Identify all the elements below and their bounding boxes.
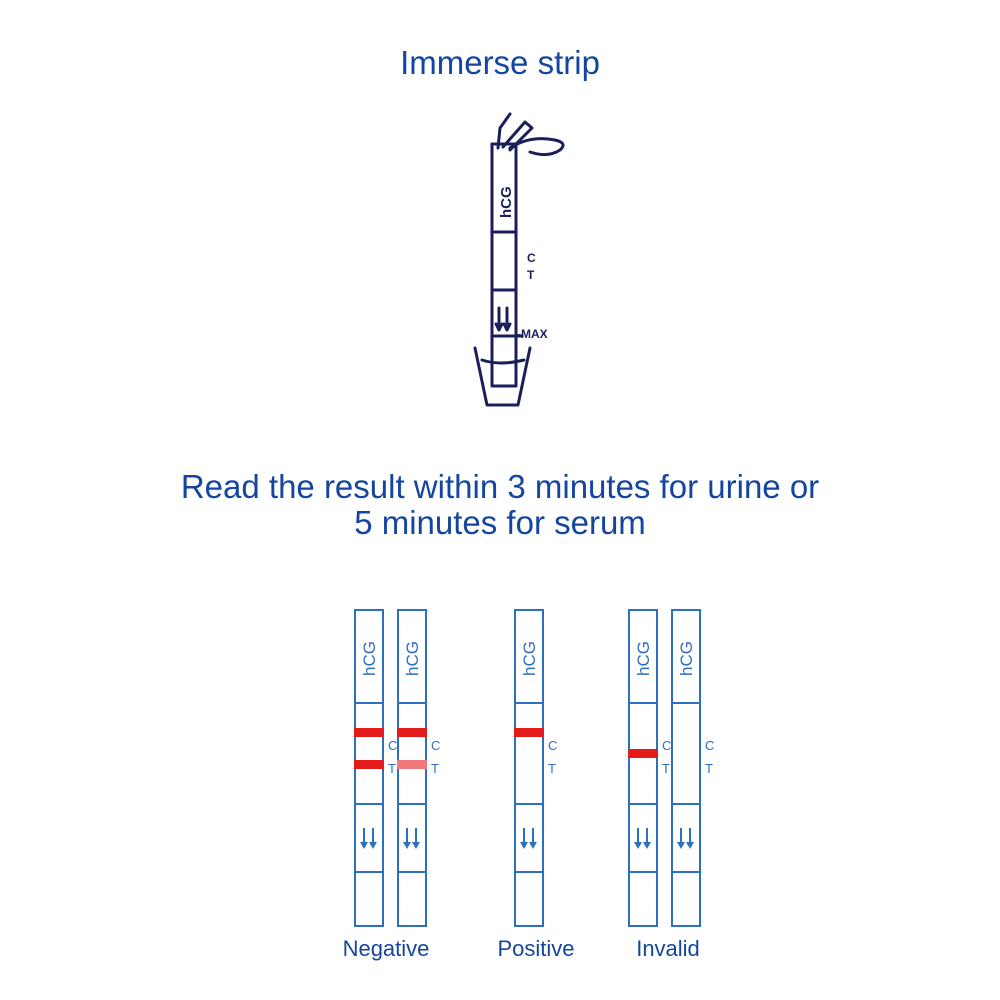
arrow-head-icon	[502, 322, 512, 332]
strip-t-label: T	[548, 761, 556, 776]
control-line	[354, 728, 384, 737]
strip-hcg-label: hCG	[634, 641, 653, 676]
immerse-strip-label: hCG	[498, 186, 515, 218]
test-strip	[514, 609, 544, 927]
strip-hcg-label: hCG	[360, 641, 379, 676]
immerse-t-label: T	[527, 268, 535, 282]
step2-line1: Read the result within 3 minutes for uri…	[180, 468, 820, 505]
hand-palm	[508, 137, 565, 157]
caption-invalid: Invalid	[636, 936, 700, 961]
cup-liquid-line	[480, 358, 526, 365]
test-line	[628, 749, 658, 758]
control-line	[514, 728, 544, 737]
strip-t-label: T	[705, 761, 713, 776]
arrow-head-icon	[494, 322, 504, 332]
step1-title: Immerse strip	[400, 44, 600, 81]
strip-t-label: T	[662, 761, 670, 776]
arrow-head-icon	[529, 842, 537, 849]
test-line	[354, 760, 384, 769]
immerse-strip	[490, 142, 518, 388]
test-strip	[628, 609, 658, 927]
hand-fingers	[501, 120, 534, 152]
arrow-head-icon	[360, 842, 368, 849]
strip-c-label: C	[431, 738, 440, 753]
arrow-head-icon	[520, 842, 528, 849]
strip-c-label: C	[662, 738, 671, 753]
cup-icon	[473, 346, 532, 407]
max-label: -MAX	[517, 327, 548, 341]
test-strip	[671, 609, 701, 927]
step2-instruction: Read the result within 3 minutes for uri…	[0, 469, 1000, 541]
test-line	[397, 760, 427, 769]
step2-line2: 5 minutes for serum	[354, 504, 646, 541]
strip-t-label: T	[388, 761, 396, 776]
caption-negative: Negative	[342, 936, 430, 961]
strip-c-label: C	[548, 738, 557, 753]
arrow-head-icon	[403, 842, 411, 849]
strip-hcg-label: hCG	[403, 641, 422, 676]
arrow-head-icon	[677, 842, 685, 849]
control-line	[397, 728, 427, 737]
arrow-head-icon	[634, 842, 642, 849]
caption-positive: Positive	[497, 936, 575, 961]
strip-t-label: T	[431, 761, 439, 776]
strip-hcg-label: hCG	[677, 641, 696, 676]
arrow-head-icon	[643, 842, 651, 849]
arrow-head-icon	[686, 842, 694, 849]
hand-finger-outline	[496, 112, 512, 150]
arrow-head-icon	[412, 842, 420, 849]
strip-c-label: C	[705, 738, 714, 753]
strip-c-label: C	[388, 738, 397, 753]
immerse-c-label: C	[527, 251, 536, 265]
arrow-head-icon	[369, 842, 377, 849]
strip-hcg-label: hCG	[520, 641, 539, 676]
